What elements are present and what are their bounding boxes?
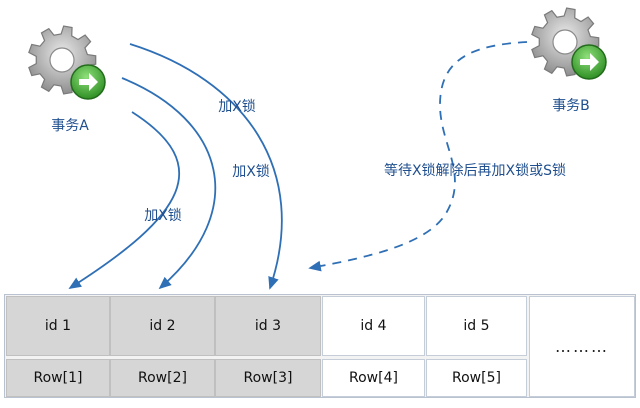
row-3-data-cell: Row[3] <box>215 359 321 397</box>
row-5-id-cell: id 5 <box>426 296 527 356</box>
arrow-label-1: 加X锁 <box>144 208 182 224</box>
more-rows-ellipsis: ……… <box>529 296 635 397</box>
transaction-b-label: 事务B <box>552 98 590 114</box>
waiting-arrow <box>308 41 528 272</box>
row-5-data-cell: Row[5] <box>426 359 527 397</box>
arrow-to-row-2 <box>121 77 217 290</box>
wait-note: 等待X锁解除后再加X锁或S锁 <box>384 162 566 179</box>
arrow-to-row-3 <box>129 43 283 290</box>
arrow-label-2: 加X锁 <box>232 164 270 180</box>
row-4-id-cell: id 4 <box>322 296 425 356</box>
transaction-b-gear-icon <box>531 7 607 80</box>
transaction-a-label: 事务A <box>51 118 89 134</box>
row-2-id-cell: id 2 <box>110 296 215 356</box>
row-3-id-cell: id 3 <box>215 296 321 356</box>
row-1-id-cell: id 1 <box>6 296 110 356</box>
arrow-to-row-1 <box>68 111 181 289</box>
transaction-b-arrow-badge-icon <box>571 44 607 80</box>
transaction-a-arrow-badge-icon <box>70 64 106 100</box>
row-1-data-cell: Row[1] <box>6 359 110 397</box>
row-2-data-cell: Row[2] <box>110 359 215 397</box>
transaction-a-gear-icon <box>28 25 106 100</box>
row-4-data-cell: Row[4] <box>322 359 425 397</box>
arrow-label-3: 加X锁 <box>218 99 256 115</box>
